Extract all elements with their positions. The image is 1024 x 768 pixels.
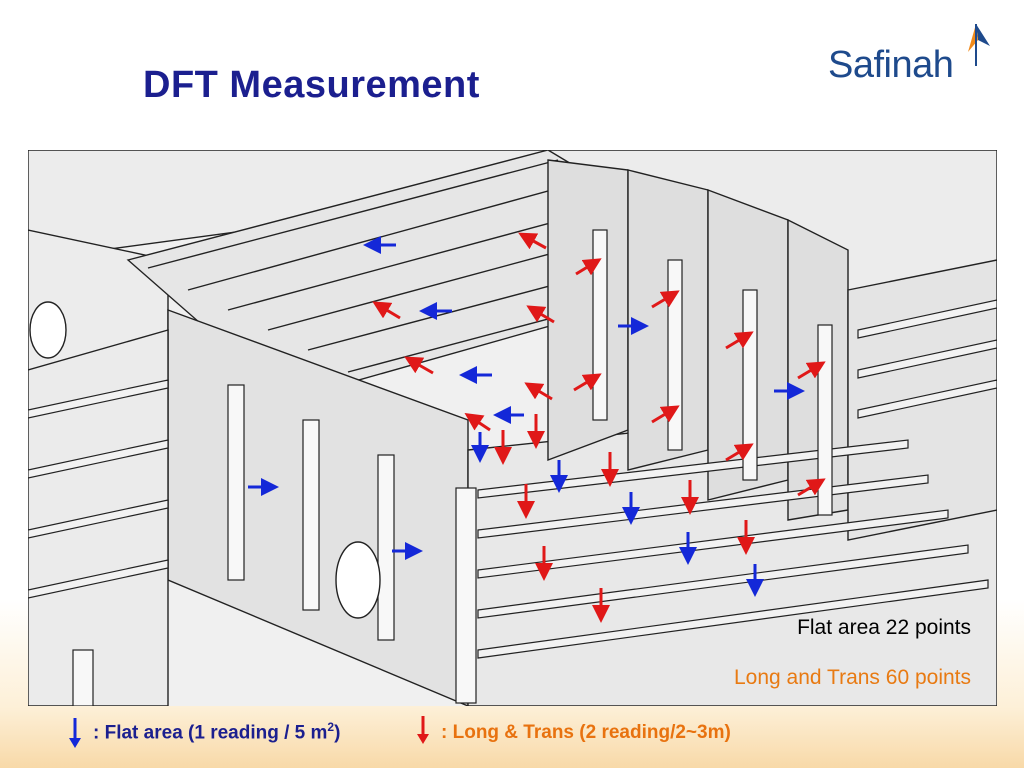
long-trans-arrow — [518, 232, 547, 250]
long-trans-arrow — [404, 356, 434, 375]
hull-structure-illustration — [28, 150, 997, 706]
long-trans-points-note: Long and Trans 60 points — [733, 666, 971, 689]
flat-area-legend-superscript: 2 — [327, 720, 335, 734]
long-trans-arrow-icon — [417, 716, 429, 744]
long-trans-arrow — [651, 290, 680, 309]
long-trans-arrow — [725, 331, 754, 350]
safinah-logo-icon — [968, 24, 990, 66]
ship-structure-drawing: Flat area 22 points Long and Trans 60 po… — [28, 150, 997, 706]
flat-area-legend: : Flat area (1 reading / 5 m2) — [93, 720, 340, 744]
long-trans-arrow — [651, 405, 680, 424]
long-trans-arrows — [372, 232, 826, 623]
long-trans-arrow — [797, 361, 826, 380]
long-trans-arrow — [575, 258, 602, 276]
flat-area-arrows — [248, 236, 805, 597]
long-trans-arrow — [464, 413, 491, 432]
long-trans-arrow — [573, 373, 602, 392]
long-trans-arrow — [797, 478, 826, 497]
long-trans-legend: : Long & Trans (2 reading/2~3m) — [441, 722, 731, 743]
long-trans-arrow — [526, 305, 555, 324]
safinah-logo: Safinah — [828, 22, 998, 92]
logo-text: Safinah — [828, 44, 954, 86]
long-trans-arrow — [372, 301, 401, 320]
flat-area-legend-close: ) — [334, 722, 341, 744]
long-trans-arrow — [725, 443, 754, 462]
flat-area-points-note: Flat area 22 points — [797, 616, 971, 639]
flat-area-arrow-icon — [69, 718, 81, 748]
flat-area-legend-text: : Flat area (1 reading / 5 m — [93, 722, 328, 744]
slide-title: DFT Measurement — [143, 64, 480, 106]
long-trans-arrow — [524, 382, 553, 401]
